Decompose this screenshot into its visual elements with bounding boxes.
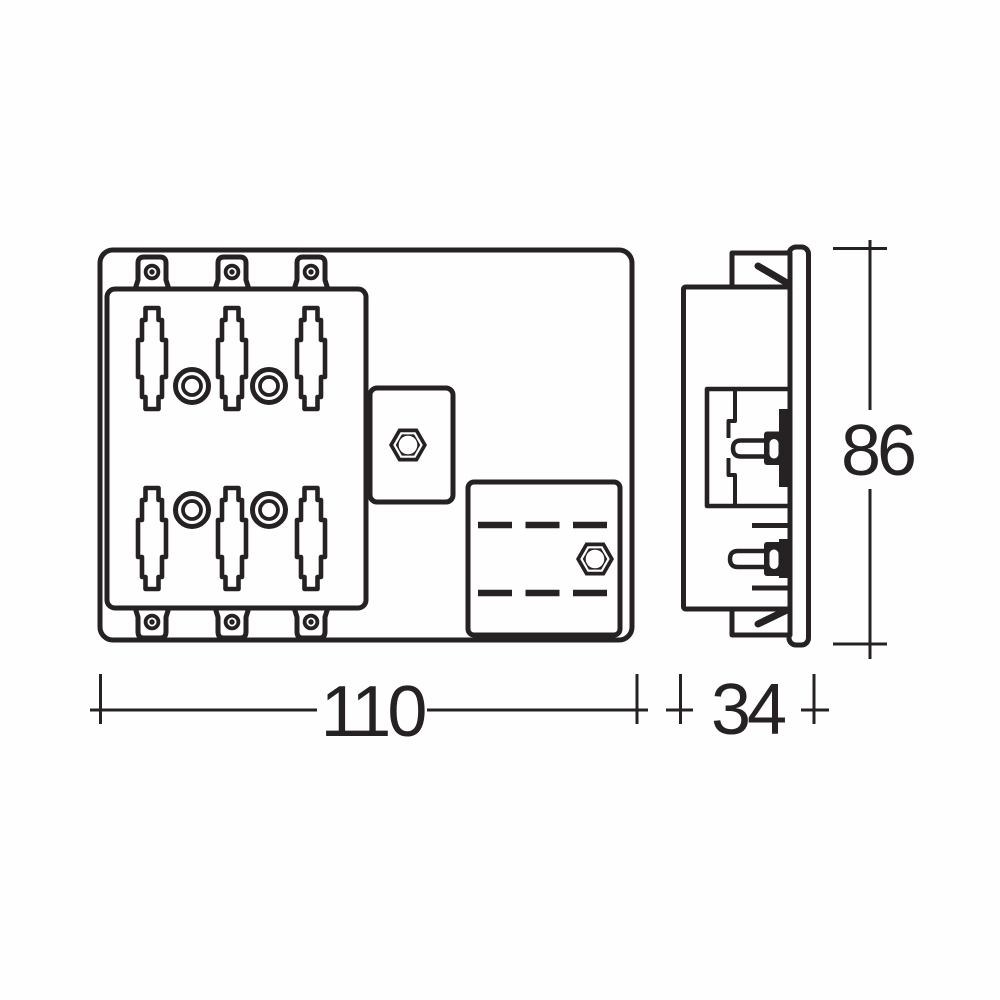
ring-boss-2 <box>253 370 286 403</box>
clip-barb-icon <box>754 262 791 287</box>
dimension-depth-label: 34 <box>711 670 785 750</box>
spade-terminal-top-3 <box>294 257 329 291</box>
fuse-2 <box>218 308 246 409</box>
retaining-clip-bottom <box>729 605 793 638</box>
dimension-width-label: 110 <box>321 672 426 752</box>
fuse-1 <box>138 308 166 409</box>
housing-divider-lower <box>726 458 737 504</box>
clip-barb-icon <box>754 606 791 628</box>
ring-boss-1 <box>176 370 209 403</box>
spade-terminal-bottom-3 <box>294 606 329 638</box>
terminal-stud-upper <box>730 409 792 487</box>
dimension-width: 110 <box>90 672 648 752</box>
side-view <box>681 244 811 648</box>
spade-terminal-top-2 <box>215 257 250 291</box>
fuse-4 <box>138 488 166 589</box>
ring-boss-4 <box>253 494 286 527</box>
spade-terminal-bottom-1 <box>135 606 170 638</box>
spade-terminal-top-1 <box>135 257 170 291</box>
dimension-height: 86 <box>833 240 918 659</box>
front-view <box>97 247 635 643</box>
housing-divider-upper <box>726 391 737 438</box>
fuse-3 <box>297 308 325 409</box>
fuse-6 <box>297 488 325 589</box>
fuse-cover <box>465 479 623 638</box>
fuse-5 <box>218 488 246 589</box>
dimension-depth: 34 <box>666 670 829 750</box>
ring-boss-3 <box>176 494 209 527</box>
retaining-clip-top <box>729 250 793 290</box>
terminal-stud-lower <box>727 523 792 591</box>
spade-terminal-bottom-2 <box>215 606 250 638</box>
dimension-height-label: 86 <box>841 411 914 491</box>
